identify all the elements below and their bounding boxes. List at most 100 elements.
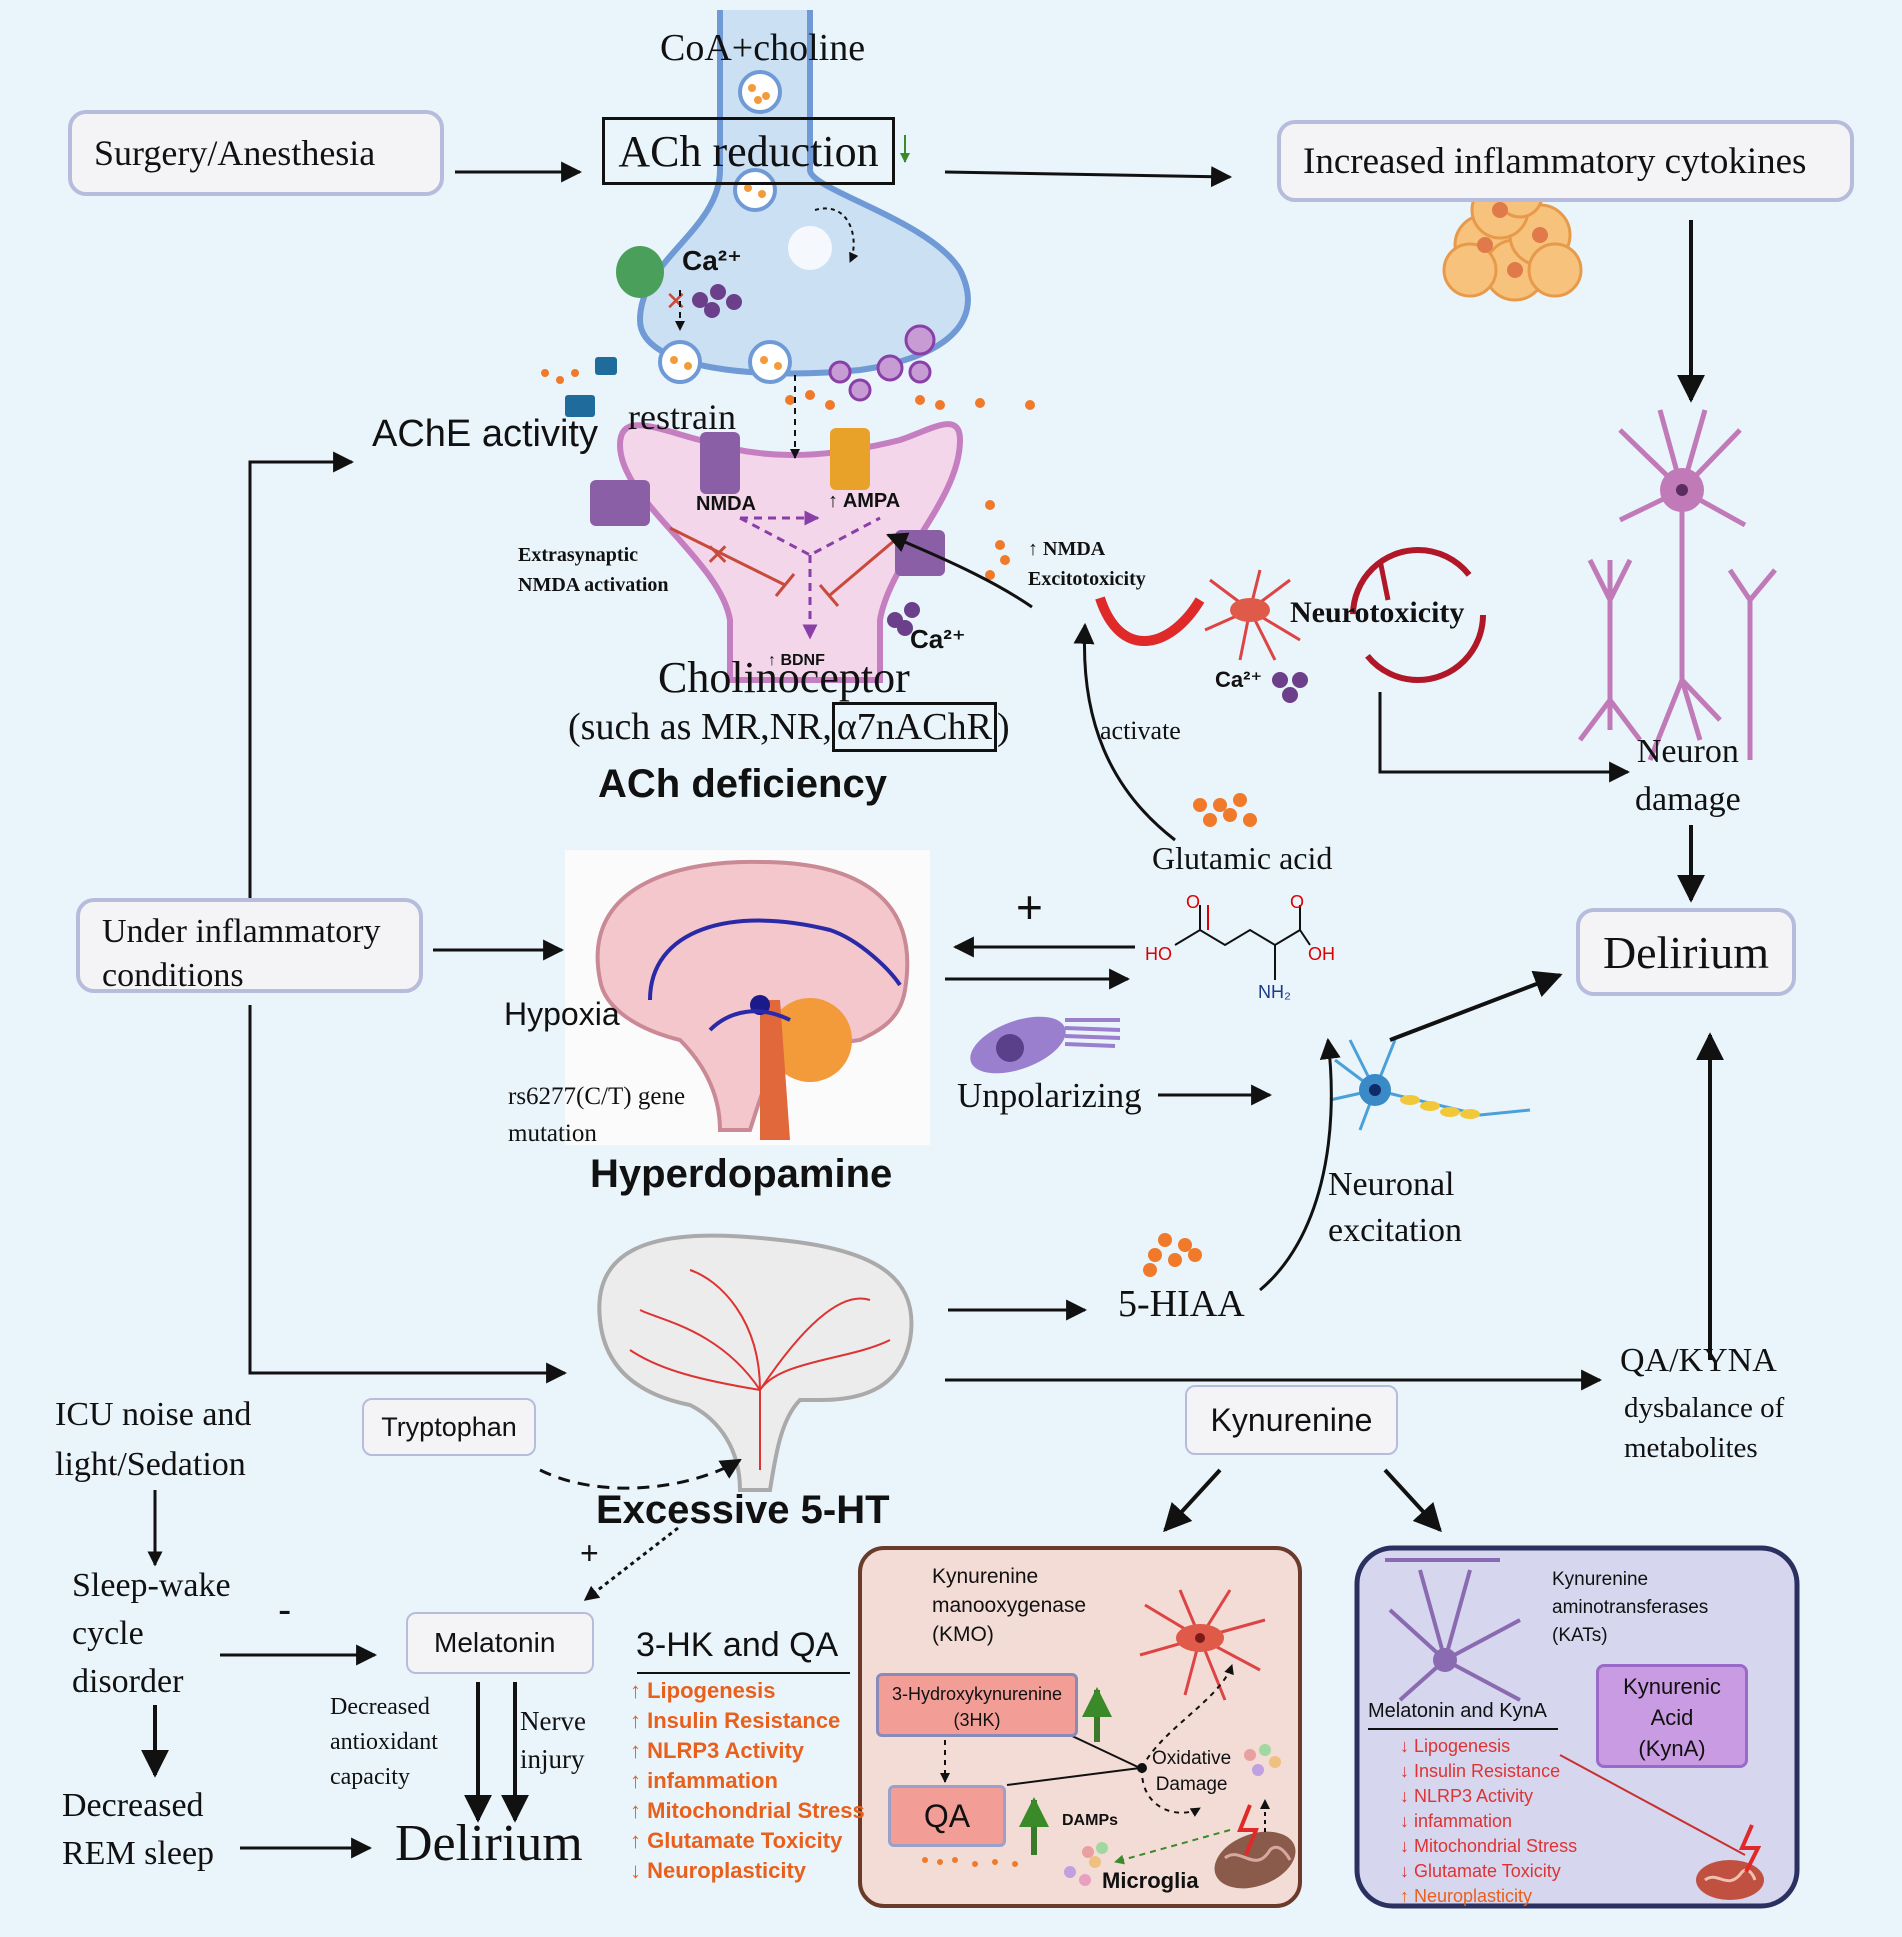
3hk-line2: (3HK) (953, 1710, 1001, 1730)
glutamic-acid-label: Glutamic acid (1152, 840, 1333, 876)
icu-noise-label: ICU noise and light/Sedation (55, 1390, 251, 1490)
neuron-damage-line1: Neuron (1636, 733, 1739, 770)
astrocyte-icon (1204, 569, 1301, 661)
svg-text:✕: ✕ (705, 539, 730, 572)
coa-choline-label: CoA+choline (660, 27, 866, 69)
kat-title-line2: aminotransferases (1552, 1597, 1709, 1618)
kat-effect-item: ↓ Lipogenesis (1400, 1736, 1511, 1756)
oxidative-line2: Damage (1155, 1774, 1228, 1795)
kat-title-line3: (KATs) (1552, 1625, 1608, 1646)
plus-sign-2: + (580, 1535, 599, 1571)
effect-item: ↑ Insulin Resistance (630, 1708, 841, 1733)
delirium-box: Delirium (1576, 908, 1796, 996)
delirium-label: Delirium (1602, 926, 1770, 978)
green-channel-icon (616, 246, 664, 298)
inflammatory-cytokines-box: Increased inflammatory cytokines (1277, 120, 1854, 202)
ach-reduction-label: ACh reduction (618, 126, 879, 176)
blue-neuron-icon (1329, 1039, 1531, 1131)
decreased-rem-line1: Decreased (62, 1787, 204, 1824)
melatonin-box: Melatonin (406, 1612, 594, 1674)
decreased-rem-label: Decreased REM sleep (62, 1782, 214, 1878)
rs6277-line1: rs6277(C/T) gene (508, 1083, 686, 1110)
kat-effect-item: ↑ Neuroplasticity (1400, 1886, 1533, 1906)
neuronal-excitation-label: Neuronal excitation (1328, 1162, 1462, 1254)
surgery-anesthesia-box: Surgery/Anesthesia (68, 110, 444, 196)
ach-reduction-box: ACh reduction (602, 117, 895, 185)
effect-item: ↑ infammation (630, 1768, 778, 1793)
close-paren: ) (996, 706, 1010, 748)
kmo-title-line1: Kynurenine (932, 1565, 1039, 1588)
kat-effects-list: ↓ Lipogenesis ↓ Insulin Resistance ↓ NLR… (1400, 1734, 1577, 1909)
3hk-line1: 3-Hydroxykynurenine (891, 1684, 1063, 1704)
ampa-receptor-icon (830, 428, 870, 490)
kyna-line2: Acid (1650, 1705, 1694, 1730)
oxidative-line1: Oxidative (1152, 1748, 1232, 1769)
neuron-damage-line2: damage (1635, 781, 1741, 818)
neurotox-cycle (1350, 547, 1486, 683)
hypoxia-label: Hypoxia (504, 996, 620, 1032)
red-swoosh (1095, 596, 1205, 646)
plus-sign: + (1016, 881, 1043, 933)
dysbalance-label: dysbalance of metabolites (1624, 1388, 1784, 1468)
kmo-title: Kynurenine manooxygenase (KMO) (932, 1562, 1086, 1649)
kat-effect-item: ↓ Mitochondrial Stress (1400, 1836, 1578, 1856)
glutamate-oh: OH (1308, 944, 1335, 964)
extrasynaptic-nmda-icon (590, 480, 650, 526)
icu-line1: ICU noise and (55, 1396, 252, 1433)
svg-text:✕: ✕ (665, 286, 687, 316)
kat-effect-item: ↓ Glutamate Toxicity (1400, 1861, 1561, 1881)
ca2-presynaptic-label: Ca²⁺ (682, 245, 742, 276)
kynurenine-label: Kynurenine (1210, 1401, 1373, 1438)
kat-neuron-icon (1385, 1558, 1521, 1702)
unpolarizing-label: Unpolarizing (957, 1076, 1142, 1115)
sleep-line3: disorder (72, 1663, 184, 1700)
delirium-bottom-label: Delirium (395, 1815, 583, 1872)
ach-deficiency-title: ACh deficiency (598, 762, 887, 806)
rs6277-label: rs6277(C/T) gene mutation (508, 1078, 685, 1152)
kat-title: Kynurenine aminotransferases (KATs) (1552, 1566, 1708, 1650)
sleep-wake-label: Sleep-wake cycle disorder (72, 1562, 231, 1706)
kynurenine-box: Kynurenine (1185, 1385, 1398, 1455)
microglia-label: Microglia (1102, 1868, 1199, 1893)
decreased-antioxidant-label: Decreased antioxidant capacity (330, 1690, 438, 1795)
kat-effect-item: ↓ infammation (1400, 1811, 1513, 1831)
nmda-excitotoxicity-label: ↑ NMDA Excitotoxicity (1028, 538, 1146, 590)
sleep-line2: cycle (72, 1615, 144, 1652)
nerve-line2: injury (520, 1744, 585, 1774)
glutamate-nh2: NH₂ (1258, 982, 1291, 1002)
hyperdopamine-title: Hyperdopamine (590, 1152, 893, 1196)
under-inflammatory-line2: conditions (102, 957, 244, 994)
effect-item: ↑ Mitochondrial Stress (630, 1798, 865, 1823)
nmda-receptor-icon (700, 432, 740, 494)
5-hiaa-label: 5-HIAA (1118, 1283, 1245, 1325)
3hk-box: 3-Hydroxykynurenine (3HK) (876, 1673, 1078, 1737)
3hk-qa-effects-list: ↑ Lipogenesis ↑ Insulin Resistance ↑ NLR… (630, 1676, 865, 1886)
nerve-line1: Nerve (520, 1706, 586, 1736)
neuronal-excitation-line2: excitation (1328, 1212, 1463, 1249)
kat-title-line1: Kynurenine (1552, 1569, 1649, 1590)
neuronal-excitation-line1: Neuronal (1328, 1166, 1455, 1203)
glutamate-o-right: O (1290, 892, 1305, 912)
extrasynaptic-label: Extrasynaptic NMDA activation (518, 544, 669, 596)
dysbalance-line2: metabolites (1624, 1432, 1758, 1464)
kat-effect-item: ↓ NLRP3 Activity (1400, 1786, 1534, 1806)
oxidative-damage-label: Oxidative Damage (1152, 1746, 1231, 1798)
cholinoceptor-examples: (such as MR,NR,α7nAChR) (568, 702, 1010, 752)
antiox-line3: capacity (330, 1764, 410, 1790)
bdnf-label: ↑ BDNF (768, 652, 825, 669)
glutamate-o-left: O (1186, 892, 1201, 912)
effect-item: ↑ Glutamate Toxicity (630, 1828, 843, 1853)
neuron-damage-label: Neuron damage (1635, 728, 1741, 824)
melatonin-kyna-underline (1368, 1728, 1558, 1730)
tryptophan-box: Tryptophan (362, 1398, 536, 1456)
nmda-label: NMDA (696, 493, 756, 515)
3hk-qa-title: 3-HK and QA (636, 1626, 839, 1664)
inflammatory-cytokines-label: Increased inflammatory cytokines (1303, 140, 1807, 182)
ampa-label: ↑ AMPA (828, 490, 901, 512)
kyna-line1: Kynurenic (1623, 1674, 1721, 1699)
nmda-receptor-2-icon (895, 530, 945, 576)
glutamate-ho: HO (1145, 944, 1172, 964)
icu-line2: light/Sedation (55, 1446, 246, 1483)
kmo-title-line2: manooxygenase (932, 1594, 1087, 1617)
kyna-line3: (KynA) (1638, 1736, 1706, 1761)
